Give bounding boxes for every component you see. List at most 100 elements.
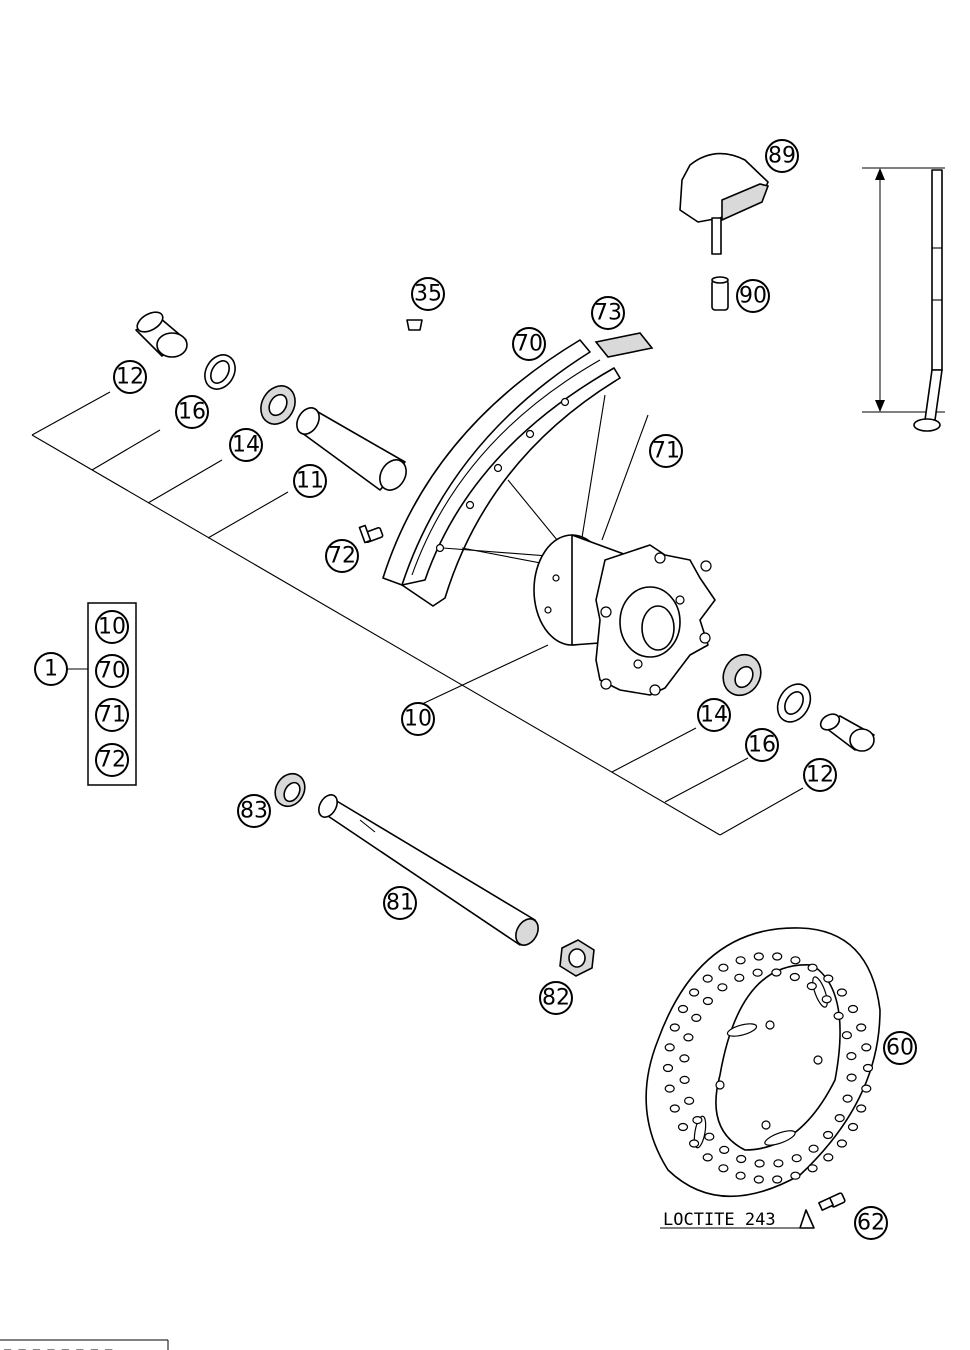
callout-82: 82 [539,981,573,1015]
callout-16-right: 16 [745,728,779,762]
rim-tape-part [594,332,654,358]
disc-hole [702,974,713,983]
disc-hole [753,952,764,961]
rim-part [382,339,621,607]
disc-hole [702,1153,713,1162]
disc-hole [664,1043,675,1052]
disc-hole [856,1023,867,1032]
svg-text:73: 73 [594,301,622,326]
svg-text:71: 71 [652,439,680,464]
callout-71: 71 [649,434,683,468]
disc-hole [662,1063,674,1073]
spoke-part [913,169,943,432]
callout-1: 1 [34,652,68,686]
disc-hole [753,1175,764,1184]
disc-hole [677,1122,689,1132]
svg-text:12: 12 [116,365,144,390]
leader-lines [31,391,810,1229]
svg-text:82: 82 [542,986,570,1011]
disc-hole [823,974,834,983]
ring-83-part [274,772,306,808]
disc-hole [821,995,832,1004]
callout-89: 89 [765,139,799,173]
svg-text:83: 83 [240,799,268,824]
disc-hole [704,1132,715,1141]
disc-hole [772,1175,783,1184]
disc-hole [846,1051,857,1061]
disc-hole [669,1023,680,1032]
disc-hole [691,1013,702,1023]
callout-16-left: 16 [175,395,209,429]
disc-hole [679,1075,690,1085]
disc-hole [790,1171,801,1180]
disc-hole [791,1154,802,1163]
svg-text:81: 81 [386,891,414,916]
svg-text:90: 90 [739,284,767,309]
callout-11: 11 [293,464,327,498]
svg-text:72: 72 [98,748,126,773]
svg-text:12: 12 [806,763,834,788]
valve-cap-part [406,319,423,331]
svg-text:10: 10 [98,615,126,640]
svg-text:70: 70 [515,332,543,357]
disc-hole [677,1004,689,1014]
disc-hole [789,972,800,982]
disc-hole [736,1154,747,1164]
disc-hole [664,1084,675,1093]
disc-hole [823,1153,834,1162]
disc-hole [836,988,848,997]
callout-81: 81 [383,886,417,920]
disc-hole [822,1130,834,1140]
kit-item-71: 71 [95,698,129,732]
svg-text:10: 10 [404,707,432,732]
disc-hole [719,1145,730,1155]
disc-hole [808,1144,819,1153]
callout-72: 72 [325,539,359,573]
callout-35: 35 [411,277,445,311]
disc-hole [702,996,714,1006]
callout-14-left: 14 [229,428,263,462]
rim-lock-part [679,152,770,255]
callout-12-left: 12 [113,360,147,394]
svg-text:60: 60 [886,1036,914,1061]
disc-hole [862,1063,874,1073]
disc-hole [846,1073,857,1082]
disc-hole [847,1004,859,1014]
brake-disc-part [645,927,881,1198]
disc-hole [807,1164,818,1173]
seal-left-part [204,354,236,390]
disc-hole [688,988,700,997]
disc-hole [842,1094,853,1103]
svg-text:14: 14 [232,433,260,458]
seal-right-part [776,683,812,723]
disc-hole [669,1104,680,1113]
disc-hole [806,981,817,991]
disc-hole [861,1043,872,1052]
svg-text:14: 14 [700,703,728,728]
svg-text:35: 35 [414,282,442,307]
disc-hole [771,968,782,977]
disc-hole [734,973,745,982]
axle-part [318,794,539,946]
bearing-right-part [722,653,762,697]
distance-sleeve-part [296,407,407,491]
kit-item-10: 10 [95,610,129,644]
disc-hole [847,1122,859,1132]
rim-lock-nut-part [711,276,729,311]
disc-hole [861,1084,872,1093]
disc-hole [856,1104,867,1113]
disc-perforations [662,952,874,1184]
callout-12-right: 12 [803,758,837,792]
disc-hole [683,1033,694,1042]
callout-73: 73 [591,296,625,330]
disc-hole [717,983,728,992]
svg-text:89: 89 [768,144,796,169]
disc-hole [772,952,783,961]
loctite-label: LOCTITE 243 [663,1210,776,1230]
svg-text:16: 16 [748,733,776,758]
axle-nut-part [559,939,595,977]
disc-hole [679,1054,690,1063]
kit-item-72: 72 [95,743,129,777]
disc-screw-part [799,1192,846,1229]
